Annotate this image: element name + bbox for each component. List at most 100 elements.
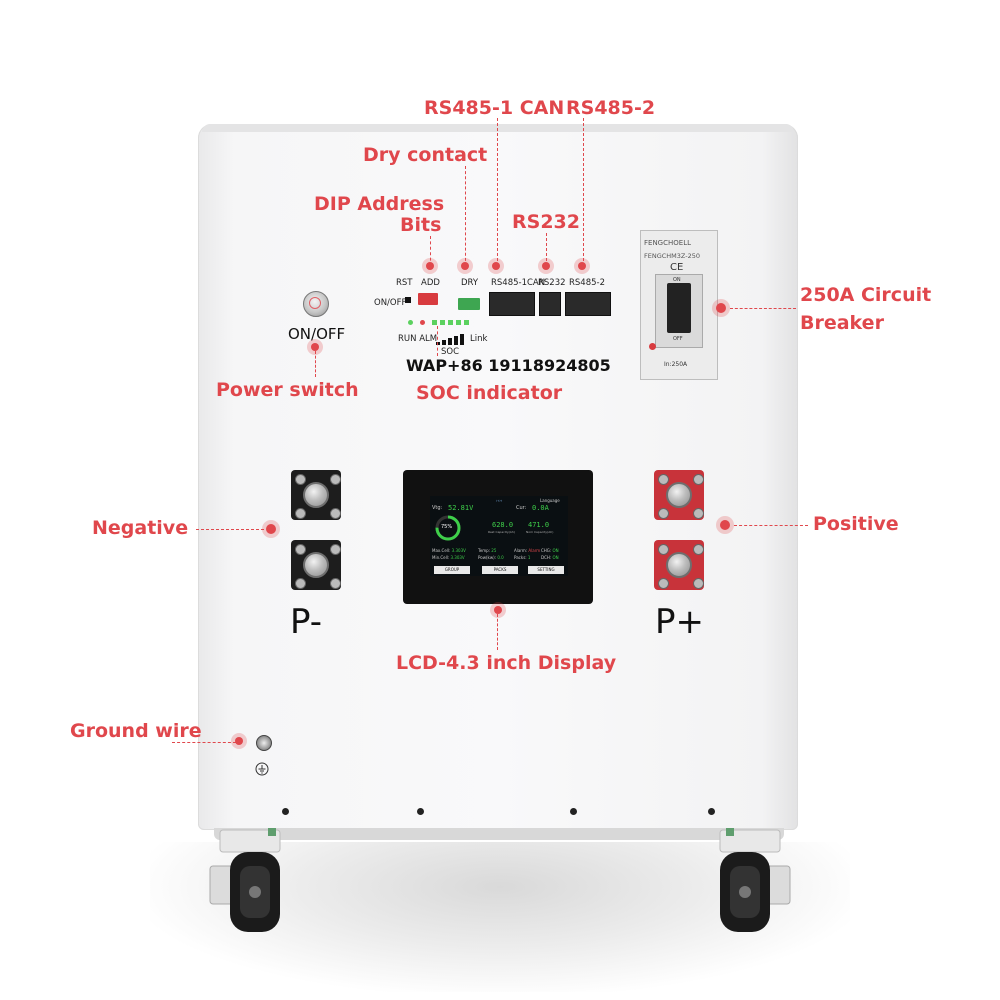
lcd-rest-capacity-label: Rest Capacity(Ah)	[488, 530, 515, 534]
callout-power-switch: Power switch	[216, 379, 359, 401]
label-run-alm: RUN ALM	[398, 334, 438, 344]
lcd-vtg-value: 52.81V	[448, 504, 474, 512]
lcd-language[interactable]: Language	[540, 498, 560, 503]
label-soc: SOC	[441, 347, 460, 357]
lcd-tab-setting[interactable]: SETTING	[528, 566, 564, 574]
lcd-screen[interactable]: ›››› Language Vtg: 52.81V Cur: 0.0A 75% …	[430, 496, 568, 576]
breaker-off: OFF	[673, 336, 683, 342]
positive-label: P+	[655, 602, 704, 642]
lcd-vtg-label: Vtg:	[432, 505, 443, 511]
label-rst: RST	[396, 278, 413, 288]
callout-breaker-line2: Breaker	[800, 312, 884, 334]
marker-rs485-2	[578, 262, 586, 270]
terminal-screw	[658, 578, 669, 589]
terminal-screw	[693, 578, 704, 589]
marker-dry	[461, 262, 469, 270]
contact-number: WAP+86 19118924805	[406, 356, 611, 375]
leader-power	[315, 351, 316, 377]
label-add: ADD	[421, 278, 440, 288]
callout-ground-wire: Ground wire	[70, 720, 202, 742]
callout-negative: Negative	[92, 517, 189, 539]
bottom-screw	[570, 808, 577, 815]
run-led	[408, 320, 413, 325]
label-dry: DRY	[461, 278, 479, 288]
callout-positive: Positive	[813, 513, 899, 535]
terminal-screw	[693, 544, 704, 555]
leader-rs232	[546, 233, 547, 266]
terminal-screw	[693, 508, 704, 519]
terminal-screw	[693, 474, 704, 485]
leader-ground	[172, 742, 236, 743]
terminal-screw	[330, 508, 341, 519]
lcd-max-cell: Max.Cell: 3.303V	[432, 548, 466, 553]
marker-breaker	[716, 303, 726, 313]
rs232-port[interactable]	[539, 292, 561, 316]
terminal-screw	[295, 578, 306, 589]
lcd-chg: CHG: ON	[541, 548, 559, 553]
base-clip	[268, 828, 276, 836]
breaker-on: ON	[673, 277, 681, 283]
right-caster-wheel	[719, 829, 791, 932]
lcd-packs: Packs: 1	[514, 555, 531, 560]
lcd-tab-packs[interactable]: PACKS	[482, 566, 518, 574]
bottom-screw	[708, 808, 715, 815]
leader-rs485-2	[583, 118, 584, 266]
leader-soc-bracket	[437, 326, 438, 356]
callout-rs485-1-can: RS485-1 CAN	[424, 97, 565, 119]
leader-positive	[734, 525, 808, 526]
reset-button[interactable]	[405, 297, 411, 303]
breaker-model: FENGCHM3Z-250	[644, 252, 701, 260]
lcd-nav-dots: ››››	[496, 498, 503, 503]
marker-rs232	[542, 262, 550, 270]
lcd-nom-capacity: 471.0	[528, 521, 550, 529]
marker-lcd	[494, 606, 502, 614]
callout-dip-bits: Bits	[400, 214, 442, 236]
terminal-screw	[330, 474, 341, 485]
breaker-rating: In:250A	[664, 361, 688, 368]
terminal-bolt	[666, 482, 692, 508]
lcd-dch: DCH: ON	[541, 555, 559, 560]
breaker-toggle[interactable]	[667, 283, 691, 333]
cabinet-top-edge	[202, 124, 794, 132]
lcd-soc-percent: 75%	[441, 524, 453, 530]
callout-dip-address: DIP Address	[314, 193, 445, 215]
rs485-1-can-port[interactable]	[489, 292, 535, 316]
label-rs485-1can: RS485-1CAN	[491, 278, 546, 288]
marker-power	[311, 343, 319, 351]
terminal-bolt	[303, 482, 329, 508]
terminal-bolt	[303, 552, 329, 578]
base-clip	[726, 828, 734, 836]
lcd-min-cell: Min.Cell: 3.303V	[432, 555, 465, 560]
marker-rs485-1	[492, 262, 500, 270]
leader-rs485-1	[497, 118, 498, 266]
terminal-screw	[295, 508, 306, 519]
terminal-screw	[658, 474, 669, 485]
alarm-led	[420, 320, 425, 325]
left-caster-wheel	[209, 829, 281, 932]
lcd-tab-group[interactable]: GROUP	[434, 566, 470, 574]
dry-contact-connector[interactable]	[458, 298, 480, 310]
marker-ground	[235, 737, 243, 745]
signal-bars-icon	[436, 334, 464, 345]
rs485-2-port[interactable]	[565, 292, 611, 316]
leader-breaker	[730, 308, 796, 309]
dip-switch[interactable]	[418, 293, 438, 305]
cabinet-base	[214, 828, 784, 840]
negative-label: P-	[290, 602, 323, 642]
circuit-breaker	[640, 230, 718, 380]
callout-dry-contact: Dry contact	[363, 144, 488, 166]
label-on-off-small: ON/OFF	[374, 298, 407, 308]
bottom-screw	[282, 808, 289, 815]
callout-rs232: RS232	[512, 211, 580, 233]
leader-dry	[465, 166, 466, 266]
ground-symbol-icon	[255, 762, 269, 776]
soc-leds	[432, 320, 472, 325]
terminal-screw	[658, 508, 669, 519]
ground-stud[interactable]	[256, 735, 272, 751]
callout-lcd-display: LCD-4.3 inch Display	[396, 652, 617, 674]
leader-negative	[196, 529, 264, 530]
lcd-cur-label: Cur:	[516, 505, 527, 511]
power-ring-icon	[309, 297, 321, 309]
breaker-indicator	[649, 343, 656, 350]
lcd-nom-capacity-label: Nom Capacity(Ah)	[526, 530, 554, 534]
